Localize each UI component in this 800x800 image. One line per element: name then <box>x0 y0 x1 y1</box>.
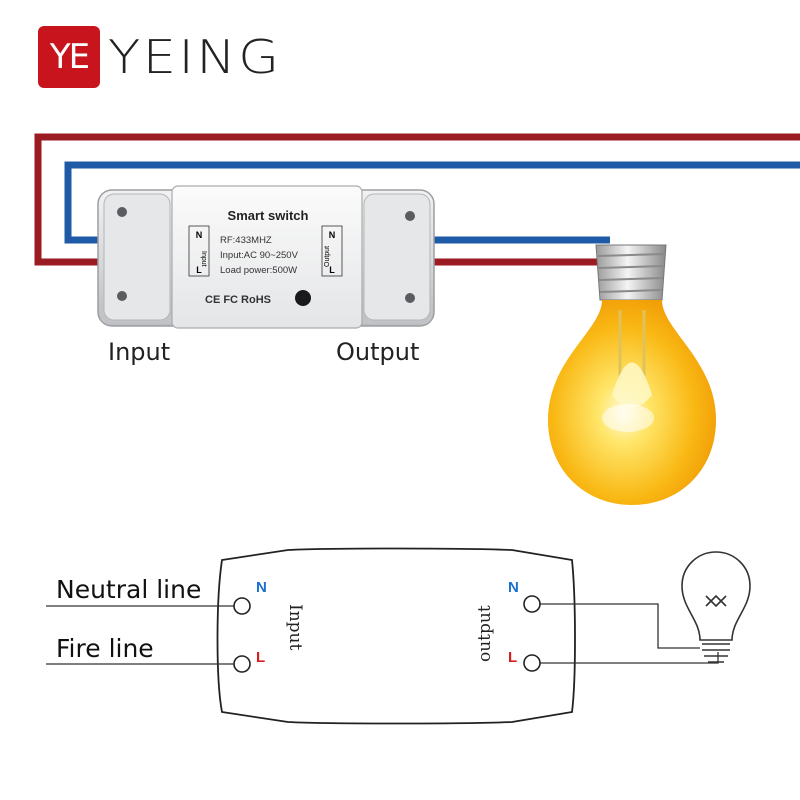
output-terminal-n: N <box>329 230 336 240</box>
output-terminal-l: L <box>329 265 335 275</box>
smart-switch-device <box>97 185 435 329</box>
wire-blue <box>64 161 800 244</box>
fire-line-label: Fire line <box>56 634 154 663</box>
neutral-line-label: Neutral line <box>56 575 201 604</box>
schematic-terminals <box>233 595 541 673</box>
input-terminal-l: L <box>196 265 202 275</box>
schematic-n-right: N <box>508 579 519 596</box>
screw-icon <box>117 207 415 303</box>
input-terminal-label: Input <box>200 251 207 267</box>
output-label: Output <box>336 338 419 366</box>
device-load: Load power:500W <box>220 265 297 276</box>
schematic-switch-box <box>216 547 576 725</box>
brand-logo-name: YEING <box>108 30 282 84</box>
pairing-button-icon <box>295 290 311 306</box>
device-rf: RF:433MHZ <box>220 235 272 246</box>
output-terminal-label: Output <box>324 246 331 267</box>
input-label: Input <box>108 338 170 366</box>
device-certs: CE FC RoHS <box>205 294 271 306</box>
wire-red <box>34 133 800 266</box>
schematic-bulb-icon <box>681 551 751 663</box>
light-bulb-icon <box>548 244 716 505</box>
device-title: Smart switch <box>228 208 309 223</box>
schematic-n-left: N <box>256 579 267 596</box>
brand-logo-badge: YE <box>38 26 100 88</box>
input-terminal-n: N <box>196 230 203 240</box>
schematic-input-text: Input <box>285 604 305 650</box>
device-input-spec: Input:AC 90~250V <box>220 250 299 261</box>
schematic-l-left: L <box>256 649 265 666</box>
schematic-l-right: L <box>508 649 517 666</box>
schematic-output-text: output <box>475 605 495 662</box>
